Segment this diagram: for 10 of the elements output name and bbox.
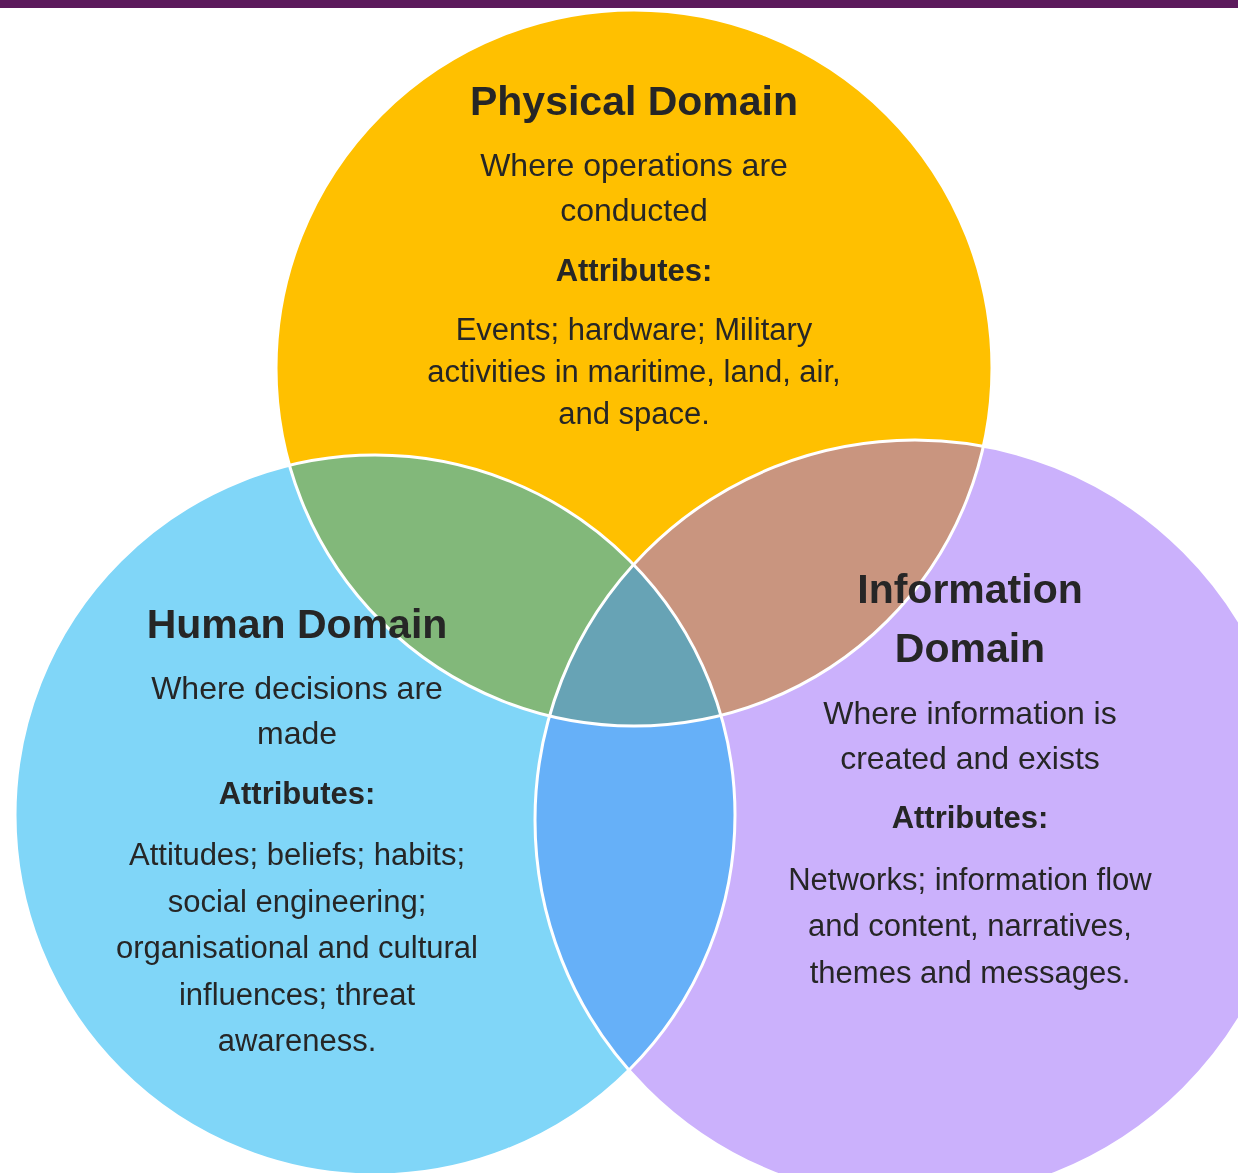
attributes-heading: Attributes: [555,252,713,291]
attributes-text: Networks; information flow and content, narratives, themes and messages. [787,860,1153,992]
attributes-text: Attitudes; beliefs; habits; social engineering; organisational and cultural influences; threat awareness. [115,836,479,1061]
attributes-text: Events; hardware; Military activities in maritime, land, air, and space. [426,311,842,433]
domain-description: Where operations are conducted [479,146,789,231]
attributes-heading: Attributes: [891,799,1049,838]
domain-description: Where decisions are made [150,669,444,754]
domain-description: Where information is created and exists [822,693,1118,778]
attributes-heading: Attributes: [218,775,376,814]
domain-heading: Physical Domain [469,77,799,126]
